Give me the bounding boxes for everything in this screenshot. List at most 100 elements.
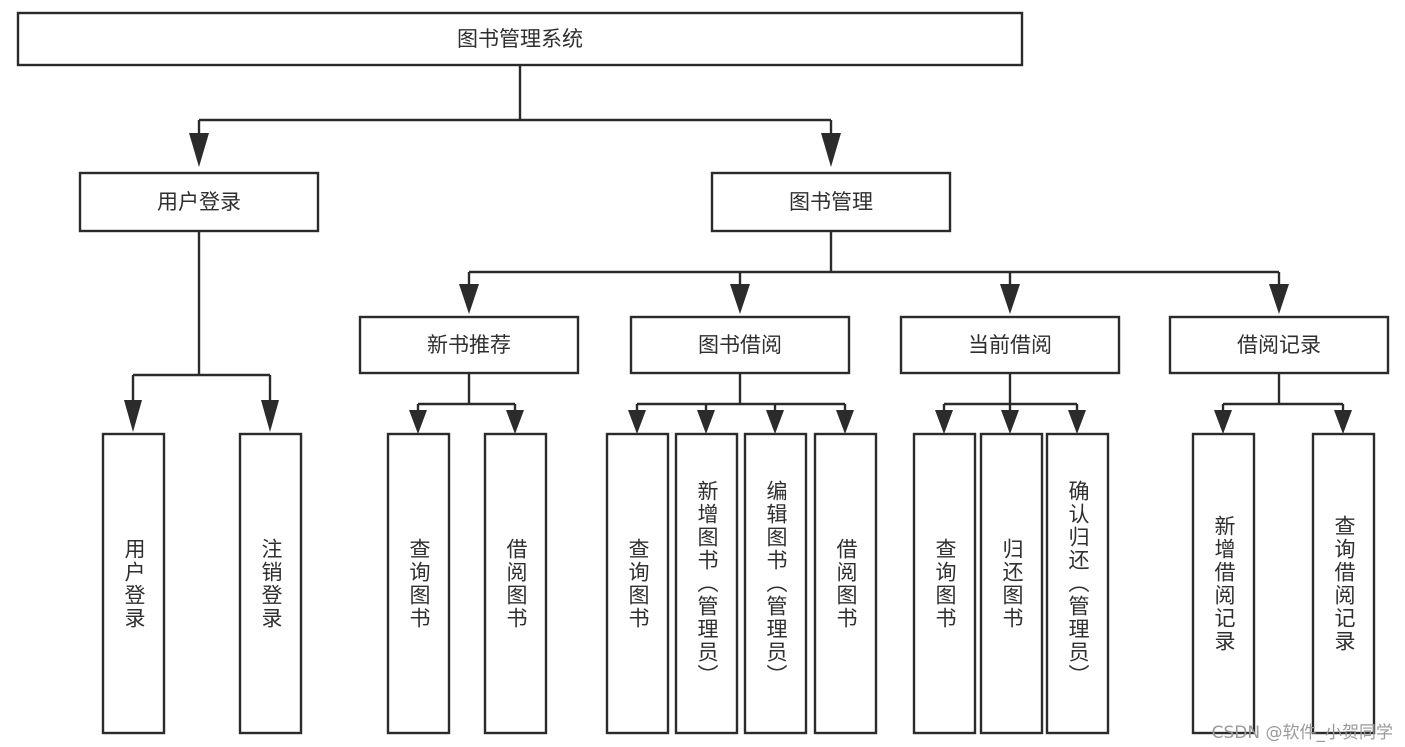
node-new-book-recommend[interactable]: 新书推荐	[358, 315, 580, 375]
node-leaf-edit-book-label-host: 编辑图书（管理员）	[764, 480, 788, 687]
node-leaf-query-record[interactable]: 查询借阅记录	[1311, 432, 1376, 735]
arrow-head-current-borrow	[1000, 284, 1020, 314]
node-leaf-add-book-box[interactable]	[674, 432, 739, 735]
node-current-borrow-box[interactable]	[899, 315, 1121, 375]
node-book-borrow-box[interactable]	[629, 315, 851, 375]
node-new-book-recommend-label: 新书推荐	[427, 333, 511, 357]
node-leaf-borrow-book-1-label: 借阅图书	[504, 537, 528, 630]
node-leaf-borrow-book-1[interactable]: 借阅图书	[483, 432, 548, 735]
node-user-login[interactable]: 用户登录	[78, 171, 320, 233]
node-leaf-query-book-3-label: 查询图书	[933, 537, 957, 630]
arrow-head-borrow-record	[1269, 284, 1289, 314]
node-leaf-add-record-label-host: 新增借阅记录	[1212, 514, 1236, 653]
node-new-book-recommend-box[interactable]	[358, 315, 580, 375]
node-leaf-user-login[interactable]: 用户登录	[101, 432, 166, 735]
arrow-head-book-manage	[821, 133, 841, 167]
node-leaf-query-book-2-label: 查询图书	[626, 537, 650, 630]
node-leaf-edit-book-label: 编辑图书（管理员）	[764, 480, 788, 687]
node-leaf-return-book-label: 归还图书	[1000, 537, 1024, 630]
arrow-head-book-borrow	[730, 284, 750, 314]
node-leaf-return-book[interactable]: 归还图书	[979, 432, 1044, 735]
connector-user-login-to-leaves	[124, 231, 279, 432]
node-leaf-add-book-label: 新增图书（管理员）	[695, 480, 719, 687]
node-leaf-logout-login[interactable]: 注销登录	[238, 432, 303, 735]
arrow-head-leaf-borrow-book-2	[836, 410, 854, 434]
connector-current-borrow-to-leaves	[935, 373, 1086, 434]
node-leaf-add-record[interactable]: 新增借阅记录	[1191, 432, 1256, 735]
node-leaf-add-record-box[interactable]	[1191, 432, 1256, 735]
node-leaf-logout-login-label-host: 注销登录	[259, 537, 283, 630]
connector-book-manage-to-level3	[459, 231, 1289, 314]
node-current-borrow[interactable]: 当前借阅	[899, 315, 1121, 375]
arrow-head-leaf-query-book-2	[628, 410, 646, 434]
arrow-head-leaf-query-book-3	[935, 410, 953, 434]
node-leaf-query-book-2-box[interactable]	[605, 432, 670, 735]
node-leaf-query-book-1-box[interactable]	[386, 432, 451, 735]
node-leaf-query-book-3-box[interactable]	[912, 432, 977, 735]
node-user-login-box[interactable]	[78, 171, 320, 233]
node-borrow-record[interactable]: 借阅记录	[1168, 315, 1390, 375]
node-leaf-user-login-box[interactable]	[101, 432, 166, 735]
node-leaf-user-login-label: 用户登录	[122, 537, 146, 630]
node-leaf-return-book-label-host: 归还图书	[1000, 537, 1024, 630]
arrow-head-leaf-return-book	[1001, 410, 1019, 434]
connector-book-borrow-to-leaves	[628, 373, 854, 434]
arrow-head-leaf-logout-login	[261, 400, 279, 432]
arrow-head-leaf-edit-book	[766, 410, 784, 434]
arrow-head-leaf-borrow-book-1	[506, 410, 524, 434]
arrow-head-leaf-confirm-return	[1068, 410, 1086, 434]
node-leaf-query-record-label-host: 查询借阅记录	[1332, 514, 1356, 653]
node-leaf-logout-login-box[interactable]	[238, 432, 303, 735]
node-borrow-record-box[interactable]	[1168, 315, 1390, 375]
node-book-manage[interactable]: 图书管理	[710, 171, 952, 233]
node-leaf-borrow-book-2[interactable]: 借阅图书	[813, 432, 878, 735]
node-leaf-confirm-return[interactable]: 确认归还（管理员）	[1045, 432, 1110, 735]
node-leaf-borrow-book-2-label: 借阅图书	[834, 537, 858, 630]
node-leaf-query-book-3-label-host: 查询图书	[933, 537, 957, 630]
node-leaf-query-book-1-label: 查询图书	[407, 537, 431, 630]
node-leaf-edit-book-box[interactable]	[743, 432, 808, 735]
connector-new-book-to-leaves	[409, 373, 524, 434]
node-leaf-query-book-3[interactable]: 查询图书	[912, 432, 977, 735]
arrow-head-new-book-recommend	[459, 284, 479, 314]
arrow-head-leaf-user-login	[124, 400, 142, 432]
connector-root-to-level2	[189, 65, 841, 167]
node-leaf-add-record-label: 新增借阅记录	[1212, 514, 1236, 653]
arrow-head-user-login	[189, 133, 209, 167]
node-book-borrow-label: 图书借阅	[698, 333, 782, 357]
node-leaf-return-book-box[interactable]	[979, 432, 1044, 735]
node-leaf-add-book[interactable]: 新增图书（管理员）	[674, 432, 739, 735]
node-current-borrow-label: 当前借阅	[968, 333, 1052, 357]
node-book-borrow[interactable]: 图书借阅	[629, 315, 851, 375]
node-root-box[interactable]	[16, 11, 1024, 67]
node-book-manage-label: 图书管理	[789, 190, 873, 214]
node-user-login-label: 用户登录	[157, 190, 241, 214]
node-leaf-borrow-book-1-label-host: 借阅图书	[504, 537, 528, 630]
node-leaf-user-login-label-host: 用户登录	[122, 537, 146, 630]
node-leaf-add-book-label-host: 新增图书（管理员）	[695, 480, 719, 687]
node-leaf-query-book-2[interactable]: 查询图书	[605, 432, 670, 735]
node-leaf-borrow-book-1-box[interactable]	[483, 432, 548, 735]
node-borrow-record-label: 借阅记录	[1237, 333, 1321, 357]
node-leaf-query-book-1[interactable]: 查询图书	[386, 432, 451, 735]
node-root[interactable]: 图书管理系统	[16, 11, 1024, 67]
arrow-head-leaf-query-record	[1334, 410, 1352, 434]
node-leaf-query-book-1-label-host: 查询图书	[407, 537, 431, 630]
node-leaf-borrow-book-2-box[interactable]	[813, 432, 878, 735]
node-book-manage-box[interactable]	[710, 171, 952, 233]
node-leaf-confirm-return-label: 确认归还（管理员）	[1066, 480, 1090, 687]
node-leaf-logout-login-label: 注销登录	[259, 537, 283, 630]
node-leaf-query-book-2-label-host: 查询图书	[626, 537, 650, 630]
node-leaf-query-record-box[interactable]	[1311, 432, 1376, 735]
node-leaf-edit-book[interactable]: 编辑图书（管理员）	[743, 432, 808, 735]
arrow-head-leaf-add-record	[1214, 410, 1232, 434]
node-leaf-borrow-book-2-label-host: 借阅图书	[834, 537, 858, 630]
node-leaf-query-record-label: 查询借阅记录	[1332, 514, 1356, 653]
arrow-head-leaf-query-book-1	[409, 410, 427, 434]
arrow-head-leaf-add-book	[697, 410, 715, 434]
connector-borrow-record-to-leaves	[1214, 373, 1352, 434]
node-leaf-confirm-return-box[interactable]	[1045, 432, 1110, 735]
node-leaf-confirm-return-label-host: 确认归还（管理员）	[1066, 480, 1090, 687]
